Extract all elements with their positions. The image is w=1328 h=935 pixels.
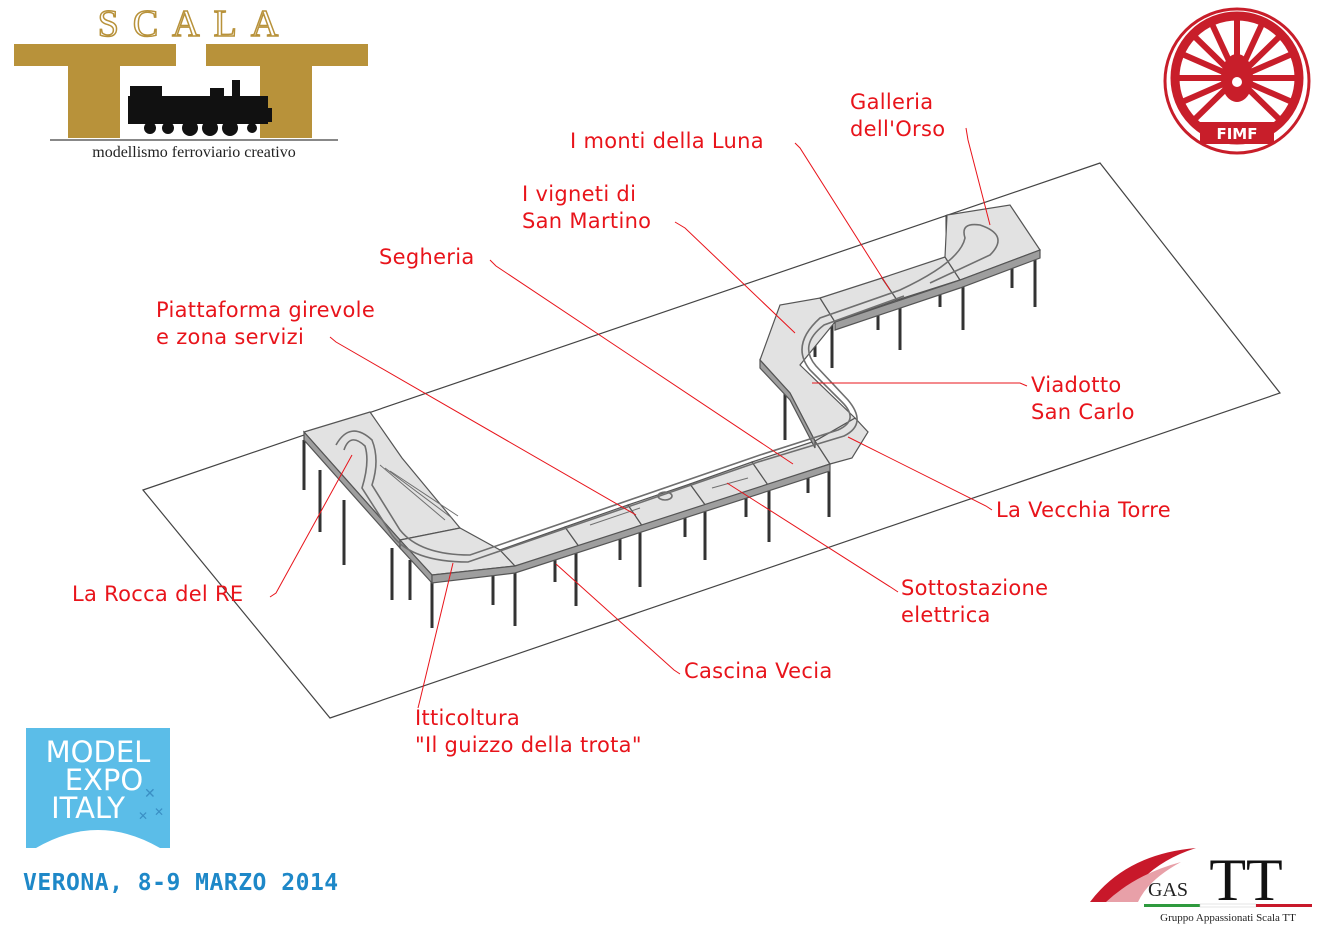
label-cascina: Cascina Vecia [684,659,833,683]
leader-viadotto [812,382,1028,387]
leader-vigneti [674,221,796,334]
svg-text:GAS: GAS [1148,879,1188,901]
label-itticoltura: Itticoltura"Il guizzo della trota" [415,706,642,757]
model-expo-italy-logo: MODEL EXPO ITALY ✕ ✕ ✕ [26,728,170,848]
scala-tt-logo: SCALA modellismo ferroviario creativo [14,8,368,161]
fimf-text: FIMF [1216,125,1257,143]
svg-text:Gruppo Appassionati Scala TT: Gruppo Appassionati Scala TT [1160,912,1296,924]
leader-piattaforma [329,336,637,516]
layout-modules [302,204,1041,585]
module-legs [302,215,1037,628]
svg-text:EXPO: EXPO [65,763,144,797]
cross-pattern-icon: ✕ ✕ ✕ [138,786,164,823]
floor-outline [141,162,1281,719]
leader-rocca [269,454,353,598]
label-rocca: La Rocca del RE [72,582,244,606]
leader-sottostazione [726,482,899,593]
locomotive-icon [128,80,272,136]
leader-torre [847,436,993,511]
track-lines [335,223,999,563]
leader-monti [794,142,891,291]
swoosh-icon [1090,848,1196,902]
gas-tt-logo: GAS TT Gruppo Appassionati Scala TT [1090,847,1312,924]
leader-cascina [555,563,681,675]
svg-text:MODEL: MODEL [46,735,151,769]
svg-text:TT: TT [1209,847,1282,913]
fimf-logo: FIMF [1163,7,1311,155]
scala-tagline: modellismo ferroviario creativo [92,144,295,161]
scala-word: SCALA [98,8,293,45]
svg-text:✕: ✕ [154,805,164,819]
label-segheria: Segheria [379,245,475,269]
svg-text:ITALY: ITALY [51,791,125,825]
leader-galleria [965,127,991,226]
svg-text:✕: ✕ [144,786,156,802]
label-monti-della-luna: I monti della Luna [570,129,764,153]
label-vecchia-torre: La Vecchia Torre [996,498,1171,522]
svg-text:✕: ✕ [138,809,148,823]
leader-itticoltura [417,562,454,709]
module-galleria [944,204,1041,281]
leader-lines [269,127,1028,709]
event-date: VERONA, 8-9 MARZO 2014 [23,870,339,896]
leader-segheria [489,259,794,465]
